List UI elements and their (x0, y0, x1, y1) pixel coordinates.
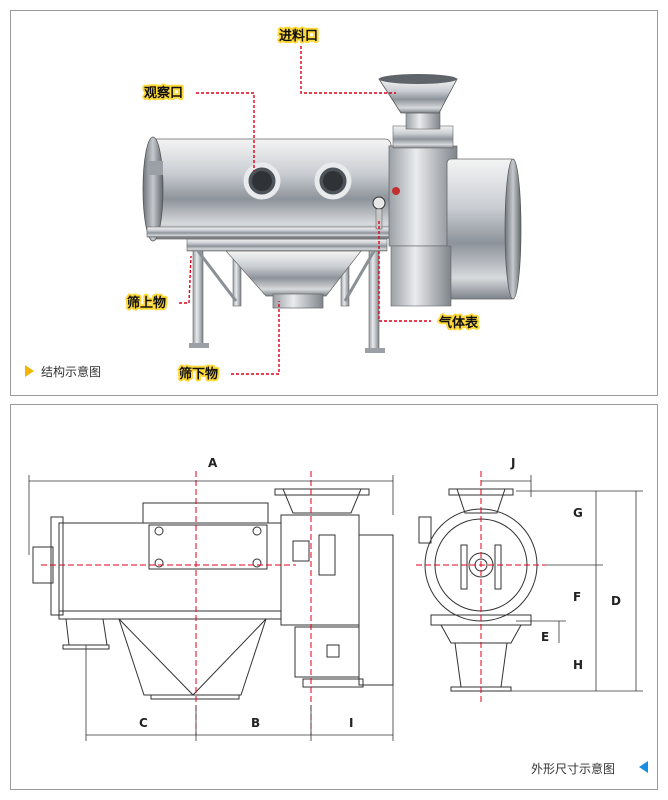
caption-triangle-icon (25, 365, 34, 377)
observation-windows (243, 162, 352, 200)
dim-label-c: C (139, 716, 148, 730)
dim-label-b: B (251, 716, 260, 730)
center-lines (41, 471, 546, 735)
dim-label-d: D (611, 594, 621, 608)
dimension-caption: 外形尺寸示意图 (531, 762, 616, 776)
leader-lines (179, 46, 431, 375)
dimension-drawing: A C B I J D G F E H (28, 456, 643, 741)
dim-label-e: E (541, 630, 549, 644)
dim-label-g: G (573, 506, 583, 520)
gas-gauge-icon (372, 187, 400, 230)
structure-panel: 进料口 观察口 筛上物 气体表 筛下物 结构示意图 (10, 10, 658, 396)
machine-illustration: 进料口 观察口 筛上物 气体表 筛下物 (125, 26, 522, 384)
dim-label-f: F (573, 590, 581, 604)
caption-triangle-icon (639, 761, 648, 773)
support-frame (186, 238, 388, 353)
front-view (32, 488, 394, 700)
callout-feed-inlet: 进料口 (279, 28, 318, 44)
drive-housing (390, 158, 522, 307)
callout-undersize: 筛下物 (179, 366, 218, 382)
structure-caption: 结构示意图 (41, 365, 102, 379)
dim-label-h: H (573, 658, 583, 672)
dimension-lines (28, 475, 643, 741)
callout-observation-port: 观察口 (144, 85, 183, 101)
feed-housing (378, 74, 458, 247)
dimension-panel: A C B I J D G F E H 外形尺寸示意图 (10, 404, 658, 790)
undersize-hopper (225, 250, 362, 309)
dim-label-i: I (349, 716, 353, 730)
side-view (418, 488, 538, 692)
callout-gas-gauge: 气体表 (439, 315, 479, 331)
dim-label-j: J (510, 456, 515, 470)
dim-label-a: A (208, 456, 218, 470)
callout-oversize: 筛上物 (127, 295, 166, 311)
